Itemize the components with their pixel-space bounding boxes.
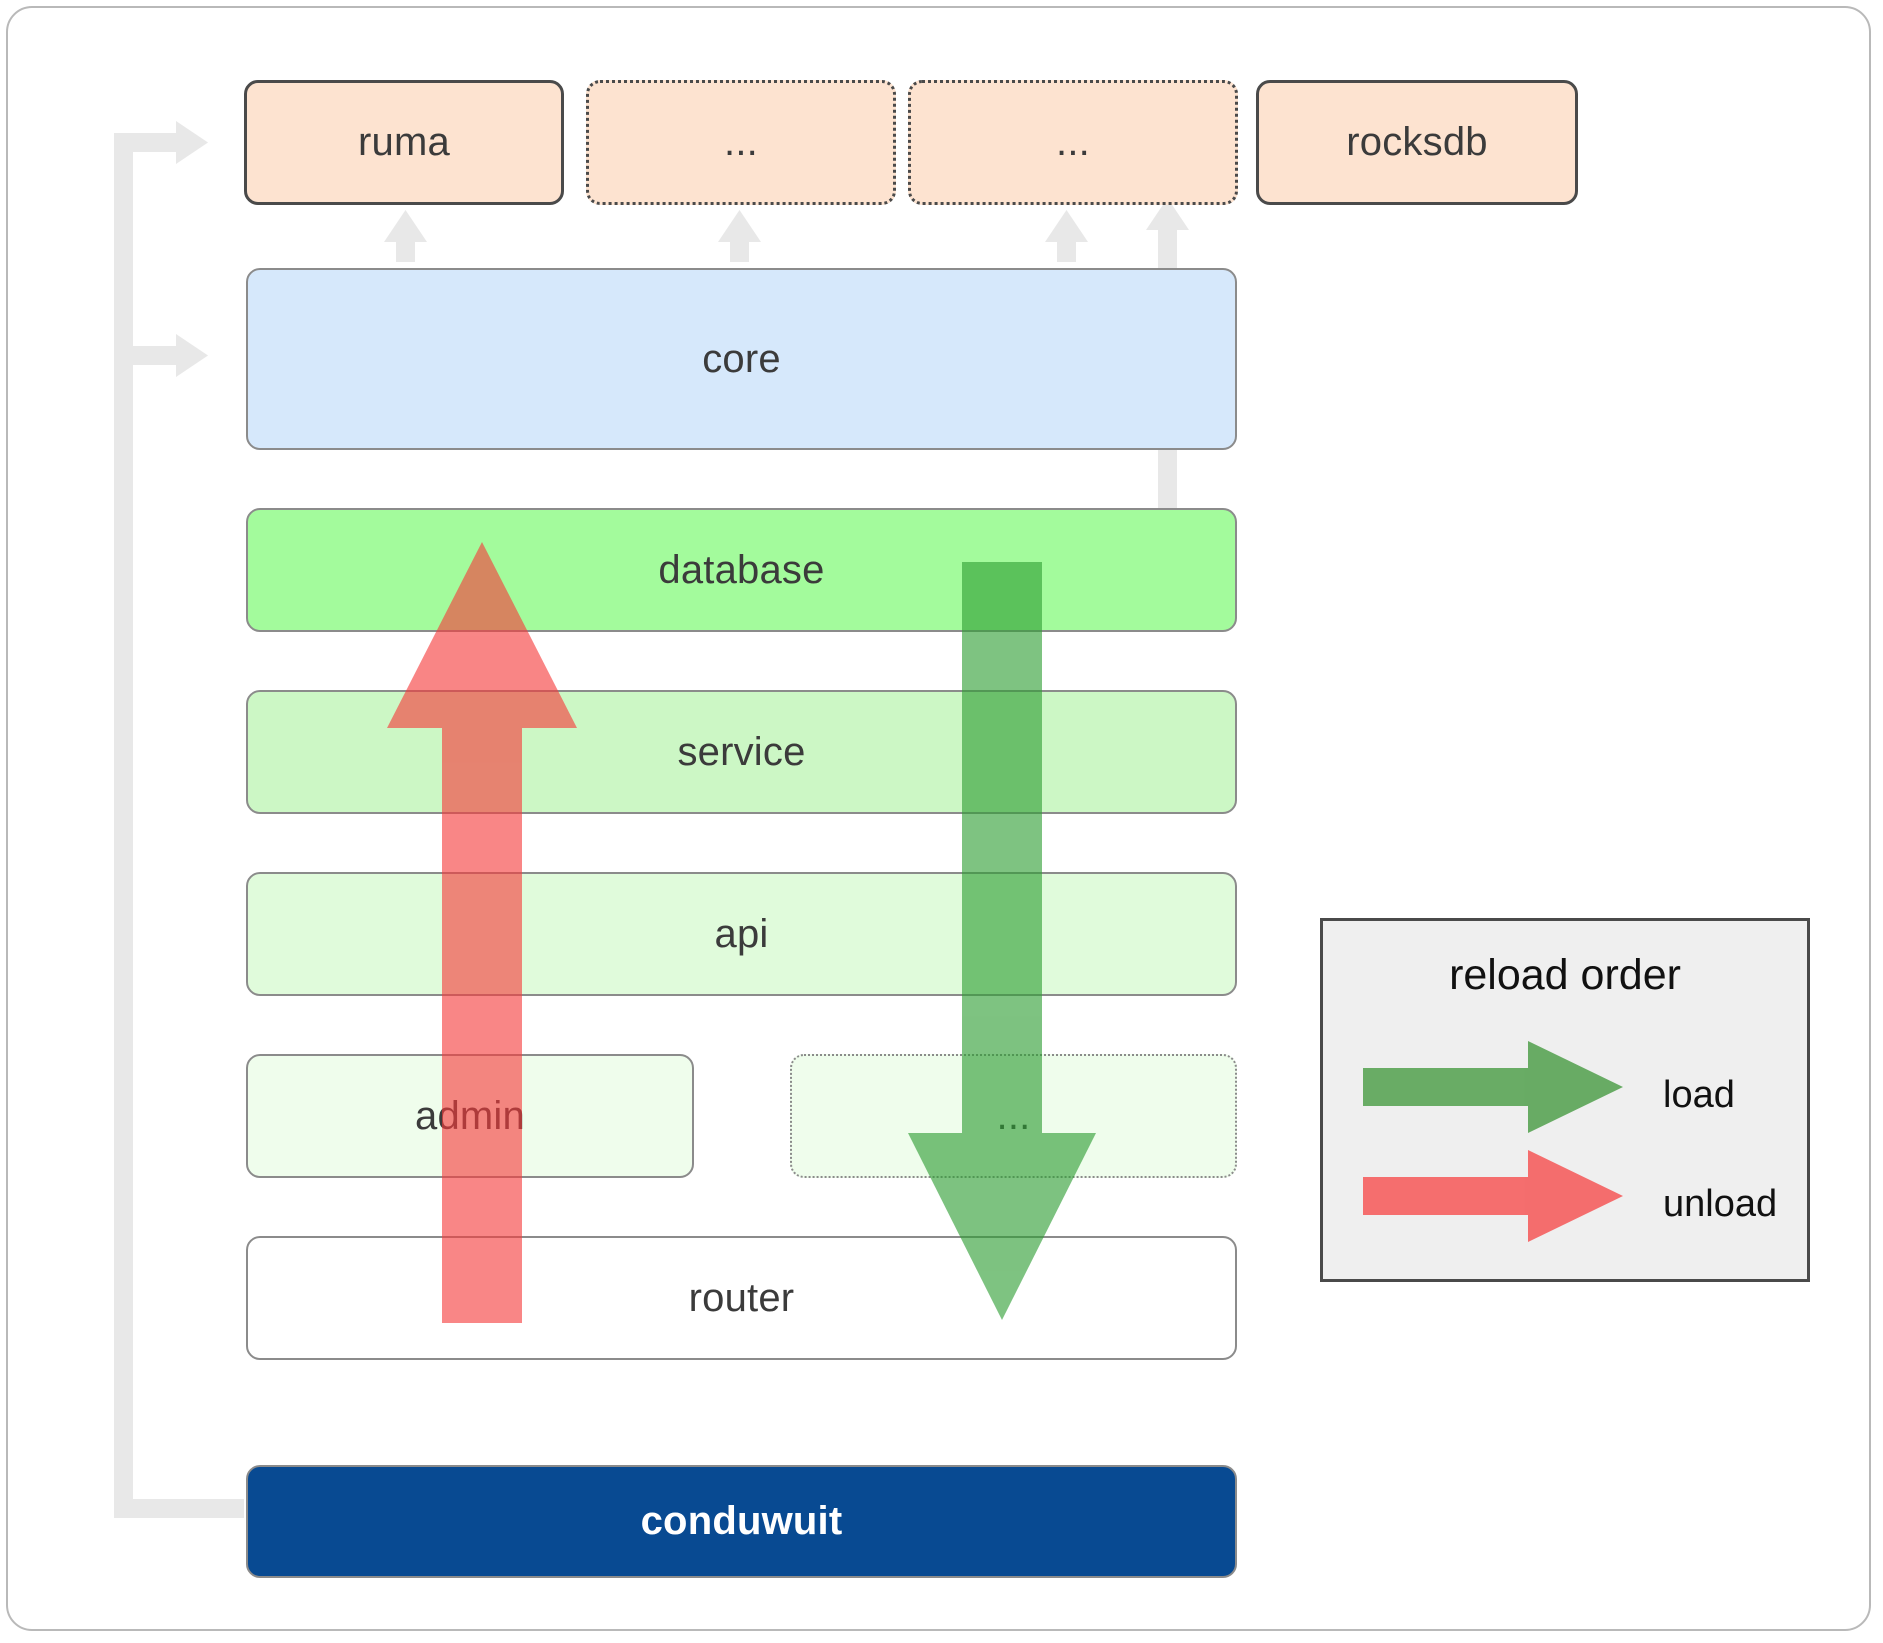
legend-unload-arrow-icon <box>1363 1150 1623 1242</box>
node-ruma[interactable]: ruma <box>244 80 564 205</box>
node-label: core <box>702 336 781 381</box>
node-label: rocksdb <box>1346 120 1488 164</box>
node-label: service <box>677 729 806 774</box>
node-dots-2[interactable]: ... <box>908 80 1238 205</box>
node-label: database <box>658 547 825 592</box>
load-arrow <box>908 562 1096 1320</box>
node-label: conduwuit <box>640 1499 843 1543</box>
node-label: ruma <box>358 120 450 164</box>
legend-panel: reload order load unload <box>1320 918 1810 1282</box>
node-rocksdb[interactable]: rocksdb <box>1256 80 1578 205</box>
node-database[interactable]: database <box>246 508 1237 632</box>
node-conduwuit[interactable]: conduwuit <box>246 1465 1237 1578</box>
node-label: router <box>688 1275 795 1320</box>
unload-arrow <box>387 542 577 1323</box>
node-router[interactable]: router <box>246 1236 1237 1360</box>
node-core[interactable]: core <box>246 268 1237 450</box>
node-label: api <box>714 911 769 956</box>
legend-title: reload order <box>1449 951 1681 999</box>
legend-label-unload: unload <box>1663 1183 1778 1225</box>
legend-load-arrow-icon <box>1363 1041 1623 1133</box>
node-label: ... <box>724 120 758 164</box>
node-api[interactable]: api <box>246 872 1237 996</box>
legend-arrow-swatches <box>1363 1041 1623 1242</box>
node-label: ... <box>1056 120 1090 164</box>
legend-label-load: load <box>1663 1074 1735 1116</box>
node-dots-1[interactable]: ... <box>586 80 896 205</box>
